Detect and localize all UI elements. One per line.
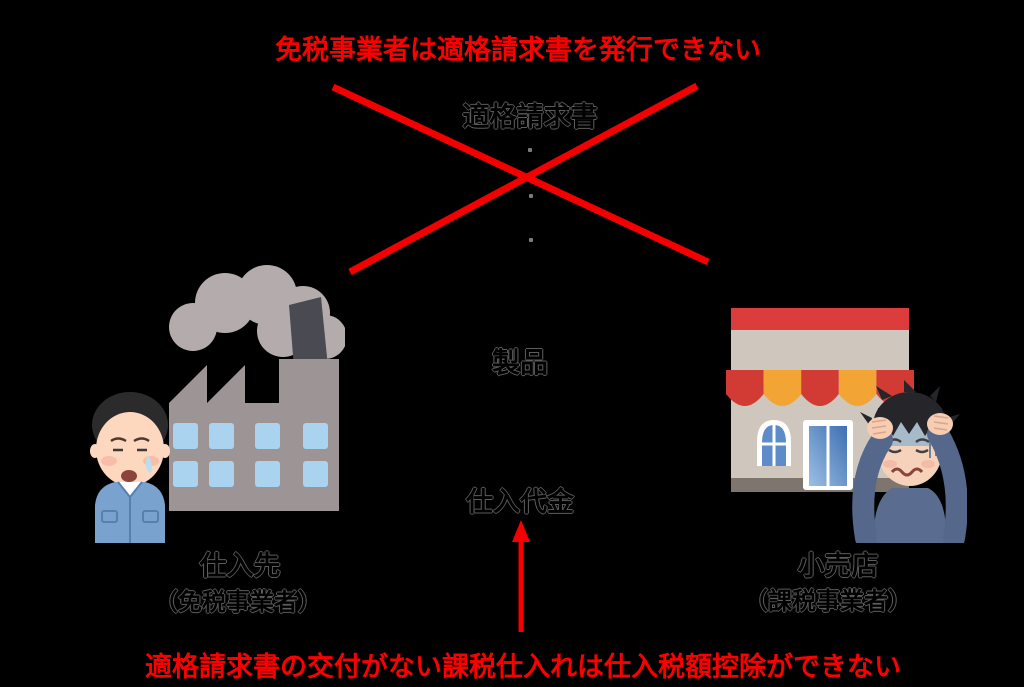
retailer-name-label: 小売店 (797, 551, 879, 582)
factory-illustration (169, 265, 345, 511)
goods-flow-label: 製品 (491, 346, 549, 379)
invoice-flow-label: 適格請求書 (462, 102, 598, 133)
awning (726, 370, 914, 406)
supplier-name-label: 仕入先 (199, 551, 281, 582)
storefront-illustration (726, 308, 914, 492)
distressed-owner-illustration (852, 380, 967, 543)
top-annotation: 免税事業者は適格請求書を発行できない (275, 35, 761, 66)
dashed-arrow-dot (528, 148, 532, 152)
bottom-annotation: 適格請求書の交付がない課税仕入れは仕入税額控除ができない (145, 652, 901, 683)
dashed-arrow-dot (529, 194, 533, 198)
payment-flow-label: 仕入代金 (466, 487, 574, 518)
crying-worker-illustration (90, 392, 170, 543)
factory-windows (173, 423, 328, 487)
supplier-category-label: （免税事業者） (154, 588, 322, 616)
dashed-arrow-dot (529, 238, 533, 242)
retailer-category-label: （課税事業者） (744, 587, 912, 615)
red-up-arrow-icon (512, 520, 530, 632)
tear-drop (145, 455, 152, 473)
shop-roof-band (731, 308, 909, 330)
